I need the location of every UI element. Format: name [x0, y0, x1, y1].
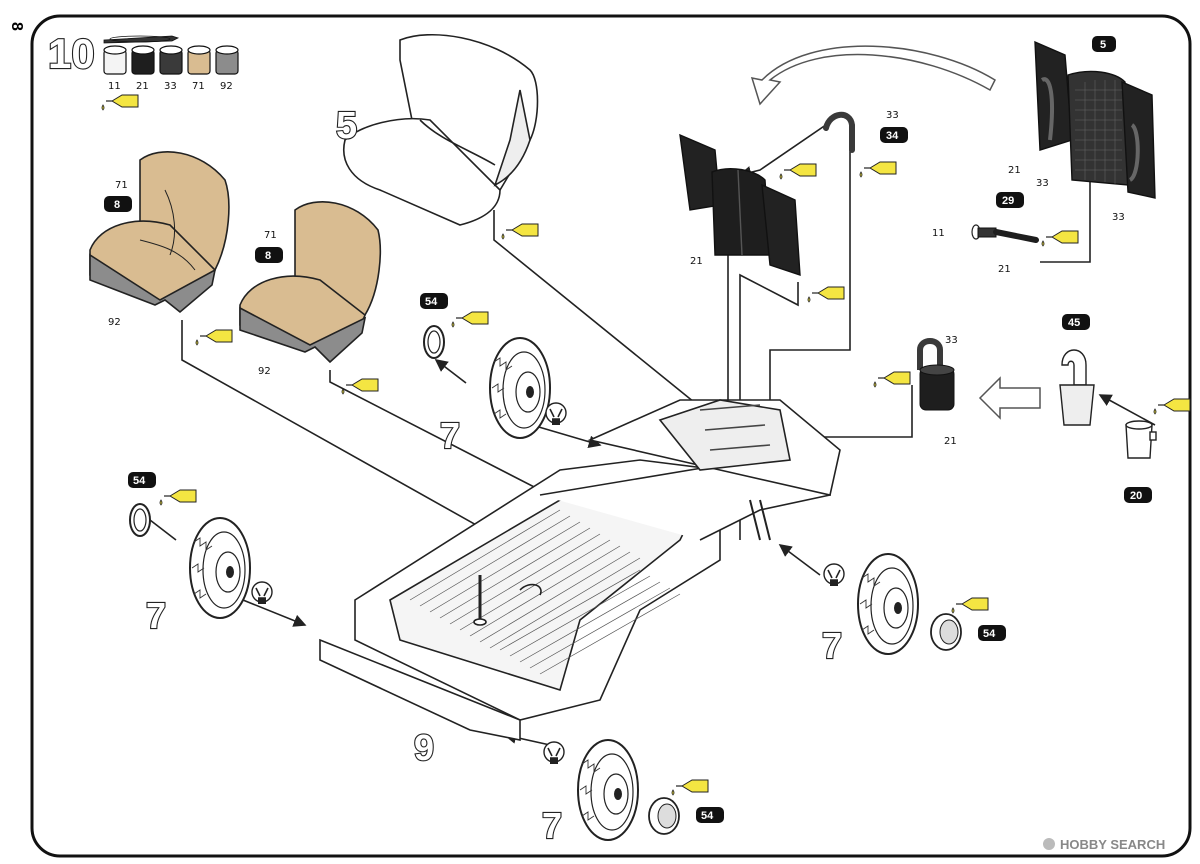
- callout-71-left: 71: [115, 180, 128, 191]
- badge-8-right: 8: [255, 247, 283, 263]
- callout-33-back-2: 33: [1112, 212, 1125, 223]
- bracket-45: [1059, 349, 1095, 426]
- air-filter: [917, 338, 955, 411]
- callout-21-panel: 21: [690, 256, 703, 267]
- paint-jar-11: 11: [103, 45, 127, 92]
- pipe-34: [823, 111, 855, 153]
- ring-54-a: [423, 325, 445, 359]
- callout-21-rod: 21: [998, 264, 1011, 275]
- svg-text:54: 54: [701, 810, 714, 822]
- sub-step-9: 9: [414, 727, 434, 768]
- step-number: 10: [48, 30, 95, 77]
- callout-71-right: 71: [264, 230, 277, 241]
- brush-icon: [103, 35, 180, 44]
- paint-code-92: 92: [220, 81, 233, 92]
- chassis-frame: [319, 399, 841, 741]
- callout-33-back-1: 33: [1036, 178, 1049, 189]
- direction-arrow: [978, 376, 1041, 420]
- callout-92-right: 92: [258, 366, 271, 377]
- hubcap-54-d: [648, 797, 680, 835]
- paint-jar-71: 71: [187, 45, 211, 92]
- watermark: HOBBY SEARCH: [1043, 837, 1165, 852]
- svg-text:54: 54: [983, 628, 996, 640]
- badge-54-d: 54: [696, 807, 724, 823]
- wheel-front-left: [489, 337, 551, 439]
- cup-20: [1125, 420, 1157, 459]
- paint-code-11: 11: [108, 81, 121, 92]
- badge-54-c: 54: [978, 625, 1006, 641]
- callout-11-rod: 11: [932, 228, 945, 239]
- wheel-front-right: [857, 553, 919, 655]
- bench-seat: [343, 33, 539, 226]
- svg-text:54: 54: [425, 296, 438, 308]
- svg-text:8: 8: [114, 199, 120, 211]
- paint-code-71: 71: [192, 81, 205, 92]
- svg-text:5: 5: [1100, 39, 1106, 51]
- badge-20: 20: [1124, 487, 1152, 503]
- svg-text:HOBBY SEARCH: HOBBY SEARCH: [1060, 837, 1165, 852]
- paint-jar-21: 21: [131, 45, 155, 92]
- page-number: 8: [8, 22, 25, 31]
- badge-45: 45: [1062, 314, 1090, 330]
- sub-step-7-b: 7: [146, 595, 166, 636]
- svg-text:29: 29: [1002, 195, 1014, 207]
- wheel-rear-left: [189, 517, 251, 619]
- rear-seat-panel: [679, 133, 801, 276]
- assembly-lines: [149, 86, 1156, 746]
- badge-8-left: 8: [104, 196, 132, 212]
- svg-text:8: 8: [265, 250, 271, 262]
- sub-step-7-d: 7: [542, 805, 562, 846]
- sub-step-5: 5: [336, 105, 357, 147]
- svg-text:34: 34: [886, 130, 899, 142]
- callout-33-filter: 33: [945, 335, 958, 346]
- sub-step-7-c: 7: [822, 625, 842, 666]
- curved-arrow-icon: [750, 45, 996, 106]
- callout-21-back: 21: [1008, 165, 1021, 176]
- paint-jar-33: 33: [159, 45, 183, 92]
- callout-33-pipe: 33: [886, 110, 899, 121]
- badge-5: 5: [1092, 36, 1116, 52]
- paint-code-21: 21: [136, 81, 149, 92]
- seat-back-5: [1034, 40, 1156, 199]
- paint-legend: 11 21 33 71 92: [101, 35, 239, 111]
- sub-step-7-a: 7: [440, 415, 460, 456]
- svg-text:20: 20: [1130, 490, 1142, 502]
- callout-21-filter: 21: [944, 436, 957, 447]
- paint-code-33: 33: [164, 81, 177, 92]
- badge-29: 29: [996, 192, 1024, 208]
- bucket-seat-left: [89, 151, 230, 314]
- hubcap-54-c: [930, 613, 962, 651]
- paint-jar-92: 92: [215, 45, 239, 92]
- badge-54-b: 54: [128, 472, 156, 488]
- bucket-seat-right: [239, 201, 382, 364]
- badge-34: 34: [880, 127, 908, 143]
- badge-54-a: 54: [420, 293, 448, 309]
- svg-text:54: 54: [133, 475, 146, 487]
- wheel-rear-right: [577, 739, 639, 841]
- ring-54-b: [129, 503, 151, 537]
- svg-text:45: 45: [1068, 317, 1080, 329]
- rod-29: [971, 224, 1039, 243]
- callout-92-left: 92: [108, 317, 121, 328]
